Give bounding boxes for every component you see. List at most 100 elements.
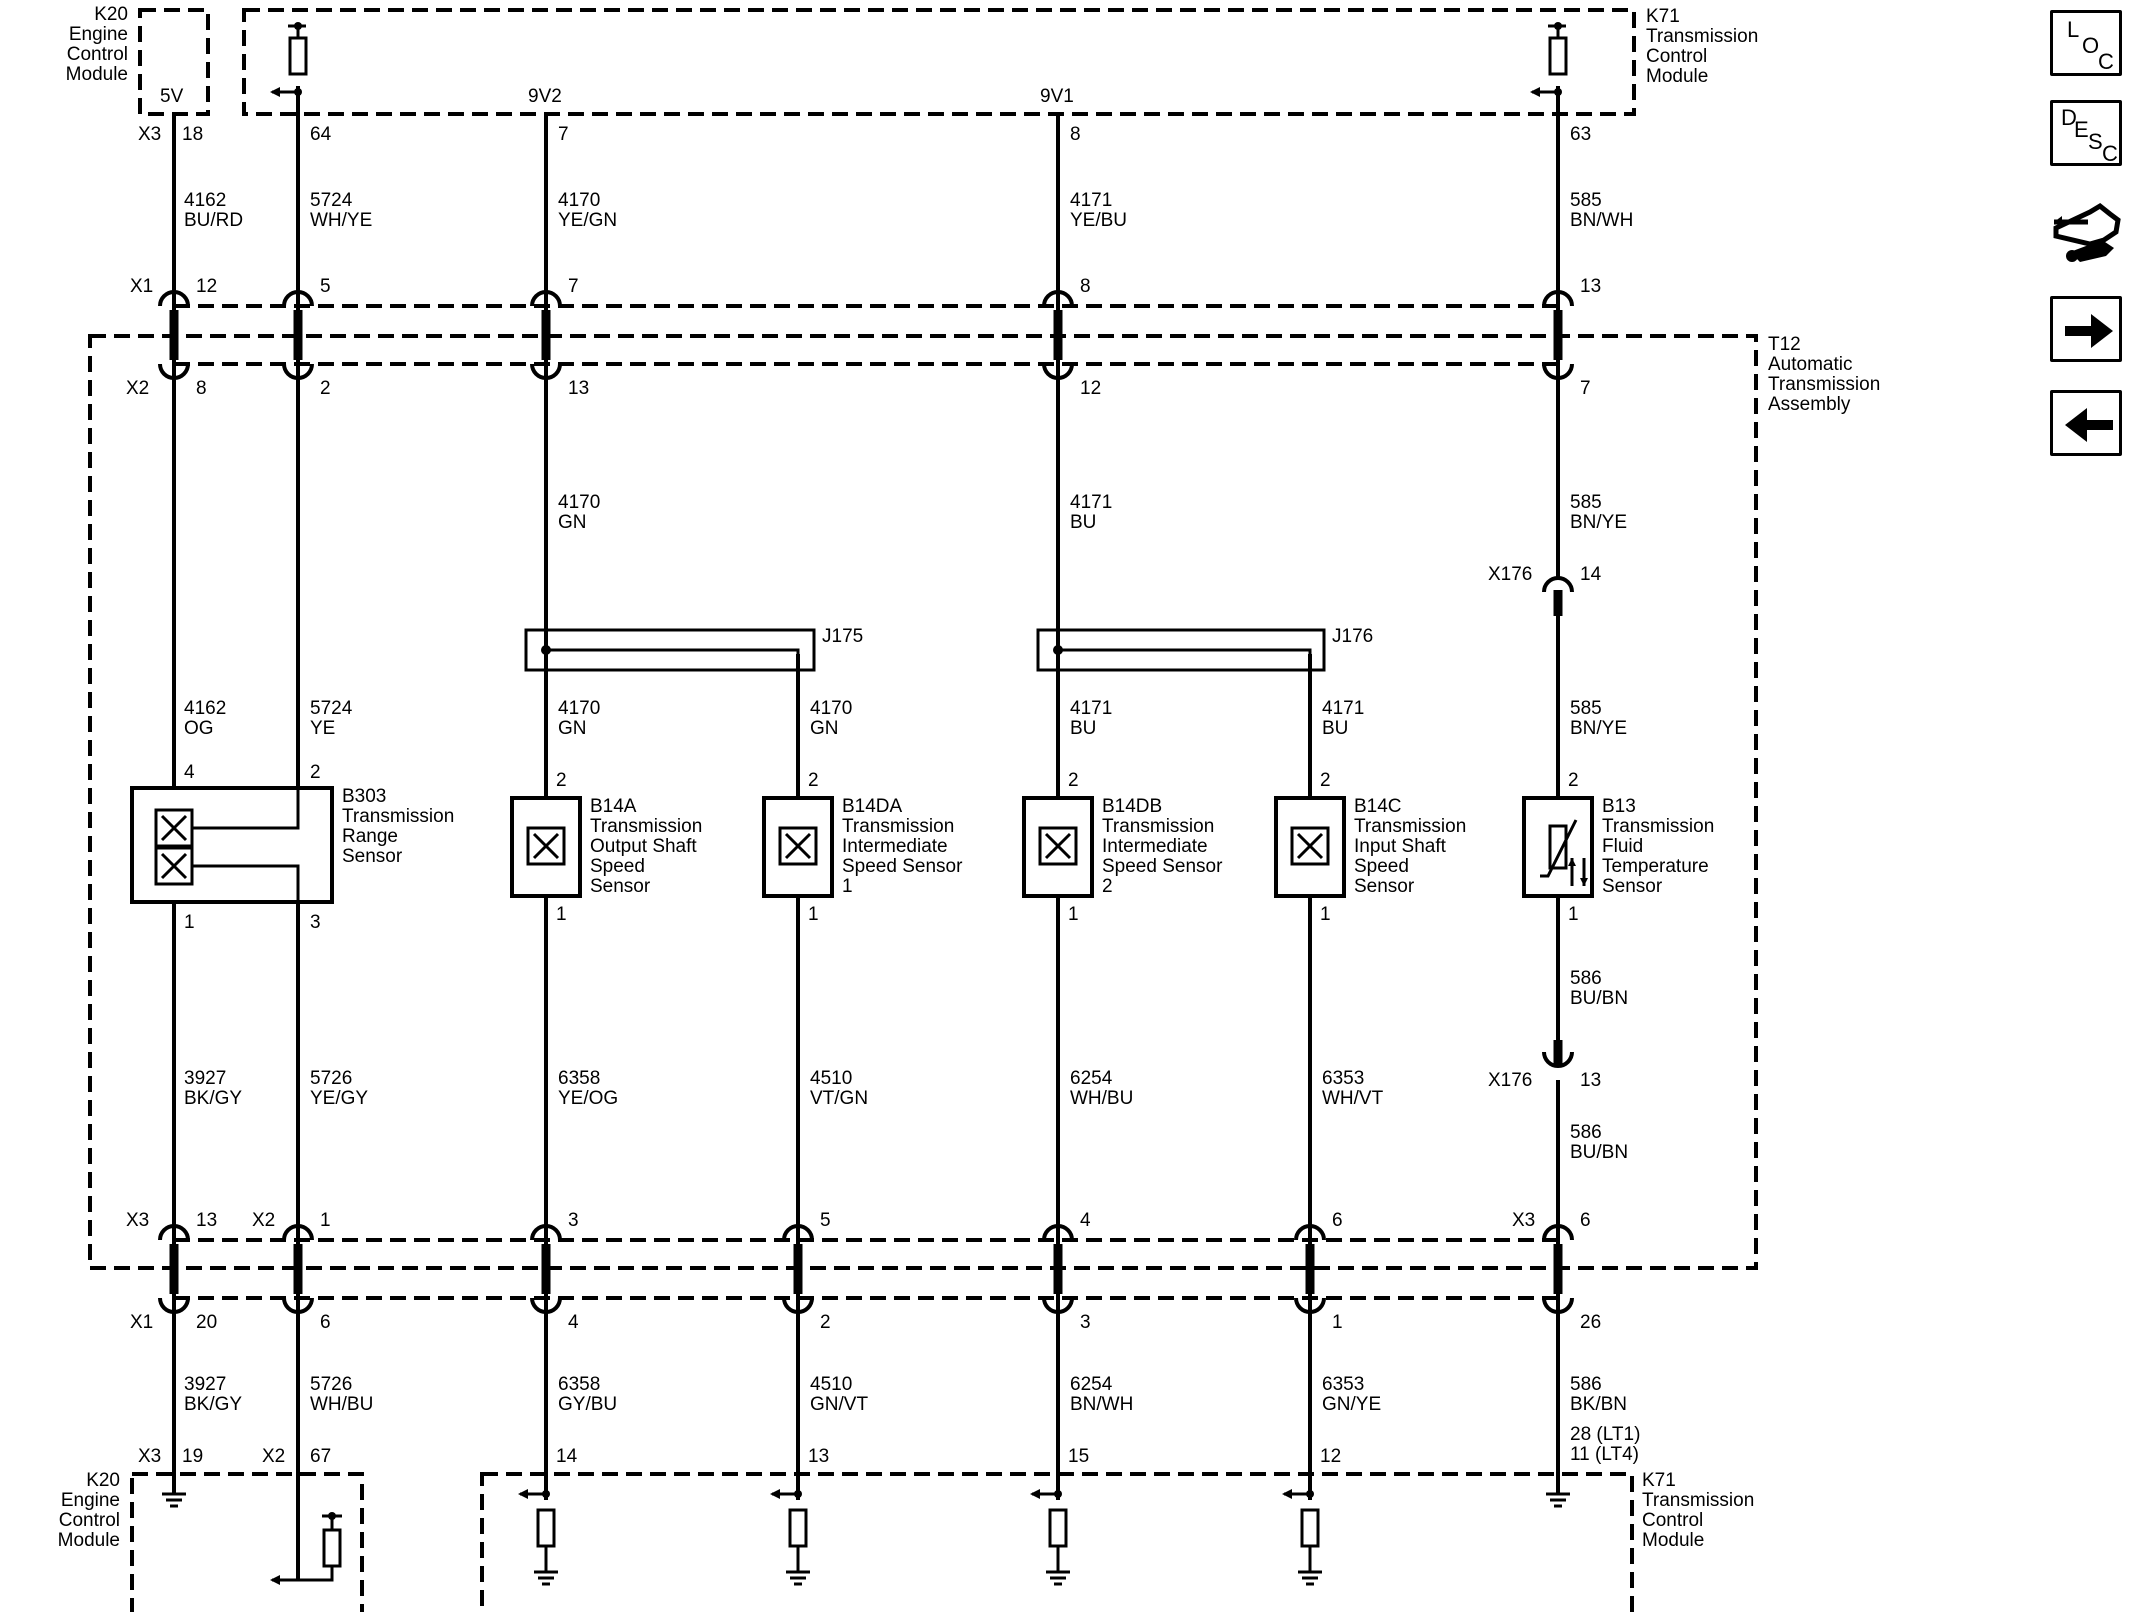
x3-harness-label: X3: [126, 1210, 149, 1231]
k71-bottom-ref: K71: [1642, 1470, 1676, 1491]
pin: 5: [320, 276, 331, 297]
wire-color: GN: [810, 718, 839, 739]
pin: 8: [1080, 276, 1091, 297]
location-button[interactable]: L O C: [2050, 10, 2122, 76]
pin: 13: [196, 1210, 217, 1231]
k71-bottom-line2: Control: [1642, 1510, 1703, 1531]
b14db-line: Speed Sensor: [1102, 856, 1223, 877]
connector-end-view-button[interactable]: [2050, 190, 2122, 262]
wire-color: GY/BU: [558, 1394, 617, 1415]
b14da-line: Intermediate: [842, 836, 948, 857]
description-button[interactable]: D E S C: [2050, 100, 2122, 166]
b14da-ref: B14DA: [842, 796, 903, 817]
desc-letter: S: [2088, 129, 2103, 154]
b14c-line: Input Shaft: [1354, 836, 1447, 857]
b14c-line: Sensor: [1354, 876, 1415, 897]
pin: 67: [310, 1446, 331, 1467]
wire-circuit: 4510: [810, 1374, 852, 1395]
b14db-ref: B14DB: [1102, 796, 1162, 817]
pin: 1: [1068, 904, 1079, 925]
pin: 1: [1320, 904, 1331, 925]
wire-circuit: 586: [1570, 1122, 1602, 1143]
x176-b-label: X176: [1488, 1070, 1532, 1091]
wire-circuit: 4170: [810, 698, 852, 719]
b14da-line: Speed Sensor: [842, 856, 963, 877]
previous-page-button[interactable]: [2050, 390, 2122, 456]
pin: 4: [1080, 1210, 1091, 1231]
pin: 2: [310, 762, 321, 783]
b14c-line: Speed: [1354, 856, 1409, 877]
wire-circuit: 586: [1570, 968, 1602, 989]
x1-top-label: X1: [130, 276, 153, 297]
pin: 3: [1080, 1312, 1091, 1333]
wire-circuit: 4171: [1070, 492, 1112, 513]
pin: 18: [182, 124, 203, 145]
k71-top-ref: K71: [1646, 6, 1680, 27]
desc-icon: D E S C: [2061, 105, 2118, 166]
wire-circuit: 585: [1570, 698, 1602, 719]
wire-color: BN/YE: [1570, 718, 1627, 739]
pin: 1: [1332, 1312, 1343, 1333]
wire-circuit: 4171: [1070, 698, 1112, 719]
pin: 8: [1070, 124, 1081, 145]
b14da-line: 1: [842, 876, 853, 897]
pin: 4: [568, 1312, 579, 1333]
pin: 12: [196, 276, 217, 297]
k20-bottom-line2: Control: [59, 1510, 120, 1531]
wire-color: WH/BU: [1070, 1088, 1133, 1109]
k71-top-line1: Transmission: [1646, 26, 1758, 47]
wire-circuit: 4162: [184, 698, 226, 719]
wire-color: BK/GY: [184, 1088, 242, 1109]
wire-color: YE/GY: [310, 1088, 368, 1109]
wire-circuit: 5726: [310, 1068, 352, 1089]
loc-letter: O: [2082, 33, 2099, 58]
wire-circuit: 585: [1570, 190, 1602, 211]
b14c-line: Transmission: [1354, 816, 1466, 837]
wire-circuit: 3927: [184, 1374, 226, 1395]
desc-letter: C: [2102, 141, 2118, 166]
x3-harness-label-2: X3: [1512, 1210, 1535, 1231]
b14a-line: Output Shaft: [590, 836, 697, 857]
pin: 7: [1580, 378, 1591, 399]
pin: 12: [1320, 1446, 1341, 1467]
supply-5v: 5V: [160, 86, 184, 107]
desc-letter: D: [2061, 105, 2077, 130]
k20-bottom-module-box: [130, 1472, 364, 1612]
k71-bottom-module-box: [480, 1472, 1634, 1612]
wire-color: BN/WH: [1570, 210, 1633, 231]
pin: 28 (LT1): [1570, 1424, 1640, 1445]
b303-line: Transmission: [342, 806, 454, 827]
wire-color: BN/YE: [1570, 512, 1627, 533]
loc-letter: L: [2067, 17, 2079, 42]
pin: 14: [556, 1446, 578, 1467]
x2-top-label: X2: [126, 378, 149, 399]
b14a-ref: B14A: [590, 796, 637, 817]
loc-icon: L O C: [2067, 17, 2114, 74]
b14db-line: Transmission: [1102, 816, 1214, 837]
wire-color: BU/RD: [184, 210, 243, 231]
x176-a-label: X176: [1488, 564, 1532, 585]
pin: 64: [310, 124, 332, 145]
loc-letter: C: [2098, 49, 2114, 74]
wire-color: BN/WH: [1070, 1394, 1133, 1415]
wire-circuit: 4510: [810, 1068, 852, 1089]
k71-bottom-line1: Transmission: [1642, 1490, 1754, 1511]
pin: 1: [556, 904, 567, 925]
wire-color: YE/GN: [558, 210, 617, 231]
k20-top-module-box: [138, 8, 210, 116]
wire-color: BU: [1322, 718, 1348, 739]
pin: 6: [1332, 1210, 1343, 1231]
pin: 20: [196, 1312, 217, 1333]
t12-line2: Transmission: [1768, 374, 1880, 395]
wire-circuit: 6254: [1070, 1068, 1113, 1089]
pin: 6: [1580, 1210, 1591, 1231]
wire-circuit: 585: [1570, 492, 1602, 513]
wire-circuit: 4170: [558, 492, 600, 513]
pin: 15: [1068, 1446, 1089, 1467]
b14db-line: Intermediate: [1102, 836, 1208, 857]
wire-color: WH/VT: [1322, 1088, 1384, 1109]
next-page-button[interactable]: [2050, 296, 2122, 362]
b303-line: Sensor: [342, 846, 403, 867]
wire-circuit: 4171: [1070, 190, 1112, 211]
pin: 2: [820, 1312, 831, 1333]
